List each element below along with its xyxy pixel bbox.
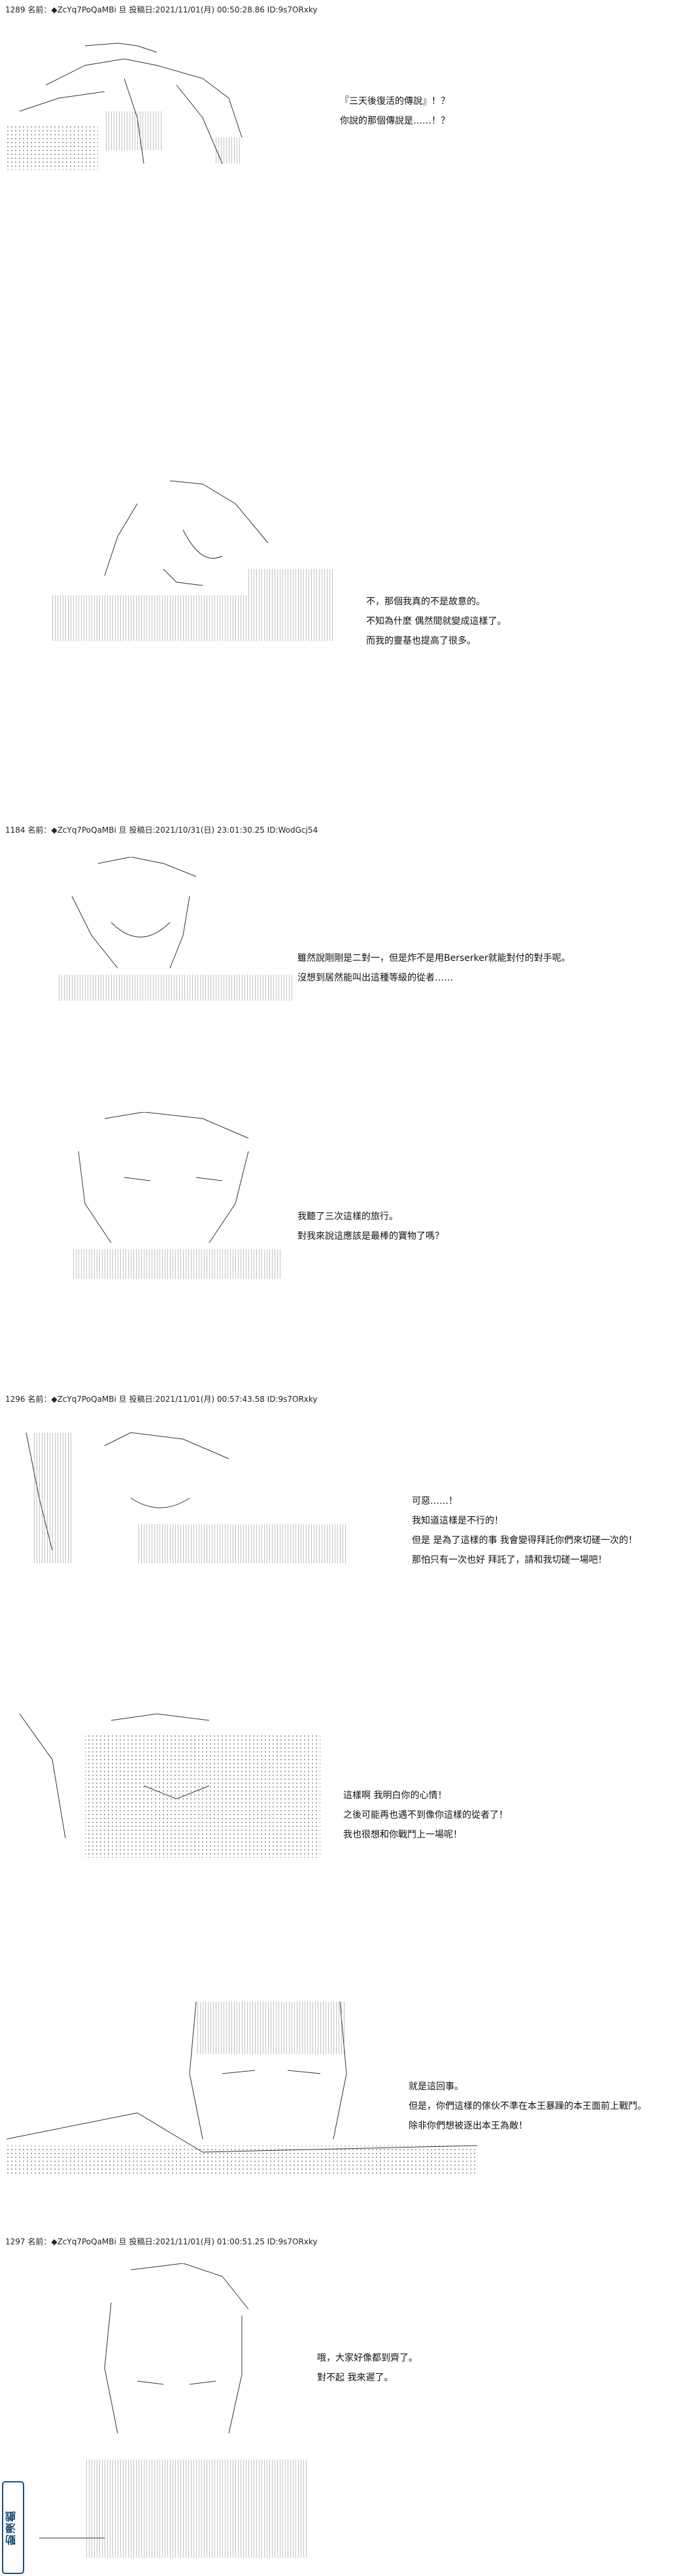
dialog-text: 可惡……！ 我知道這樣是不行的！ 但是 是為了這樣的事 我會變得拜託你們來切磋一… [412,1491,637,1570]
ascii-art-panel [13,1707,340,1871]
ascii-art-illustration [39,2263,307,2558]
dialog-line: 哦，大家好像都到齊了。 [317,2353,418,2363]
dialog-line: 這樣啊 我明白你的心情！ [343,1790,447,1801]
post-header: 1184 名前：◆ZcYq7PoQaMBi 旦 投稿日:2021/10/31(日… [5,826,318,835]
ascii-art-panel [52,1112,294,1282]
ascii-art-illustration [7,43,243,170]
ascii-art-illustration [19,1713,320,1858]
dialog-line: 但是，你們這樣的傢伙不準在本王暴躁的本王面前上戰鬥。 [409,2101,647,2112]
post-header: 1297 名前：◆ZcYq7PoQaMBi 旦 投稿日:2021/11/01(月… [5,2237,318,2246]
ascii-art-illustration [72,1112,281,1279]
dialog-line: 不，那個我真的不是故意的。 [366,597,485,607]
post-header: 1296 名前：◆ZcYq7PoQaMBi 旦 投稿日:2021/11/01(月… [5,1395,318,1404]
dialog-line: 除非你們想被逐出本王為敵！ [409,2121,528,2131]
ascii-art-illustration [7,2001,477,2175]
dialog-line: 就是這回事。 [409,2081,463,2092]
dialog-line: 雖然說剛剛是二對一，但是炸不是用Berserker就能對付的對手呢。 [297,953,571,964]
dialog-line: 對我來說這應該是最棒的寶物了嗎？ [297,1231,444,1242]
dialog-line: 對不起 我來遲了。 [317,2373,394,2383]
dialog-text: 不，那個我真的不是故意的。 不知為什麼 偶然間就變成這樣了。 而我的靈基也提高了… [366,592,506,651]
dialog-line: 可惡……！ [412,1496,458,1506]
dialog-line: 不知為什麼 偶然間就變成這樣了。 [366,616,507,627]
dialog-line: 那怕只有一次也好 拜託了，請和我切磋一場吧！ [412,1555,607,1565]
dialog-line: 沒想到居然能叫出這種等級的從者…… [297,973,453,983]
dialog-line: 之後可能再也遇不到像你這樣的從者了！ [343,1810,508,1820]
dialog-text: 『三天後復活的傳說』！？ 你說的那個傳說是……！？ [340,92,450,131]
ascii-art-illustration [59,857,294,1001]
ascii-art-panel [39,478,346,648]
ascii-art-illustration [52,480,333,641]
dialog-line: 我聽了三次這樣的旅行。 [297,1211,398,1222]
ascii-art-illustration [25,1432,346,1563]
dialog-line: 『三天後復活的傳說』！？ [340,96,450,107]
ascii-art-panel [26,2263,327,2571]
dialog-text: 雖然說剛剛是二對一，但是炸不是用Berserker就能對付的對手呢。 沒想到居然… [297,949,571,988]
ascii-art-panel [7,39,346,170]
dialog-line: 我也很想和你戰鬥上一場呢！ [343,1830,462,1840]
dialog-line: 而我的靈基也提高了很多。 [366,636,476,646]
dialog-text: 就是這回事。 但是，你們這樣的傢伙不準在本王暴躁的本王面前上戰鬥。 除非你們想被… [409,2077,647,2136]
post-header: 1289 名前：◆ZcYq7PoQaMBi 旦 投稿日:2021/11/01(月… [5,5,318,14]
watermark-logo [0,2479,26,2576]
ascii-art-panel [13,1419,379,1576]
ascii-art-panel [20,857,320,1014]
ascii-art-panel [7,1995,477,2178]
dialog-text: 哦，大家好像都到齊了。 對不起 我來遲了。 [317,2348,418,2388]
watermark-text: 動漫戲 [5,2510,18,2545]
dialog-line: 我知道這樣是不行的！ [412,1516,503,1526]
dialog-text: 這樣啊 我明白你的心情！ 之後可能再也遇不到像你這樣的從者了！ 我也很想和你戰鬥… [343,1786,508,1845]
dialog-line: 但是 是為了這樣的事 我會變得拜託你們來切磋一次的！ [412,1535,637,1546]
dialog-line: 你說的那個傳說是……！？ [340,116,450,126]
dialog-text: 我聽了三次這樣的旅行。 對我來說這應該是最棒的寶物了嗎？ [297,1207,444,1246]
